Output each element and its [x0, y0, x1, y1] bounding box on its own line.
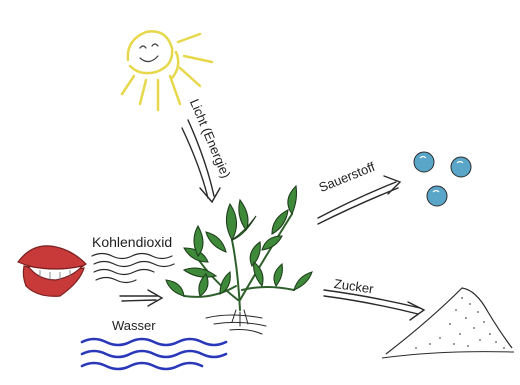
lips-icon: [18, 246, 86, 296]
sugar-pile-icon: [382, 288, 514, 358]
oxygen-molecule-icon: [414, 152, 471, 206]
co2-arrow-icon: [120, 290, 162, 306]
co2-breath-lines-icon: [92, 254, 174, 283]
water-label: Wasser: [112, 319, 156, 332]
sugar-arrow-icon: [324, 290, 424, 320]
plant-icon: [166, 186, 312, 334]
carbon-dioxide-label: Kohlendioxid: [92, 235, 172, 249]
water-waves-icon: [82, 339, 226, 369]
